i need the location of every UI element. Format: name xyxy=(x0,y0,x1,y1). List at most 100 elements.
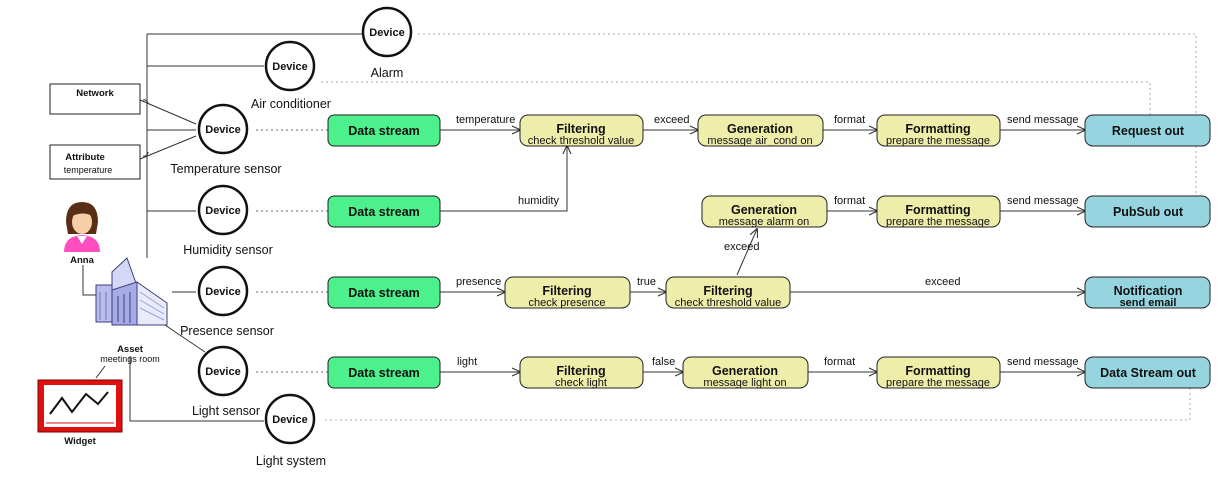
edge-labels: temperature humidity exceed format send … xyxy=(456,114,1079,368)
device-label-presence-sensor: Presence sensor xyxy=(180,324,274,338)
attribute-title: Attribute xyxy=(65,152,105,163)
device-label-humidity-sensor: Humidity sensor xyxy=(183,243,273,257)
data-stream-light[interactable]: Data stream xyxy=(327,356,441,389)
edge-label-format: format xyxy=(834,114,865,126)
request-out-node[interactable]: Request out xyxy=(1084,114,1211,147)
building-icon xyxy=(95,257,168,326)
edge-label-presence: presence xyxy=(456,276,501,288)
data-stream-temperature[interactable]: Data stream xyxy=(327,114,441,147)
data-stream-label: Data stream xyxy=(348,124,420,138)
attribute-sub: temperature xyxy=(64,165,113,175)
edge-label-false: false xyxy=(652,356,675,368)
node-sub: message air_cond on xyxy=(707,135,812,147)
node-sub: check presence xyxy=(528,297,605,309)
node-title: Filtering xyxy=(556,364,605,378)
device-label-temperature-sensor: Temperature sensor xyxy=(170,162,281,176)
generation-alarm-node[interactable]: Generation message alarm on xyxy=(701,195,828,228)
node-sub: check light xyxy=(555,377,607,389)
node-title: Formatting xyxy=(905,122,970,136)
asset-connectors xyxy=(82,33,362,422)
network-title: Network xyxy=(76,88,114,99)
device-humidity-sensor[interactable]: Device Humidity sensor xyxy=(183,184,273,257)
edge-label-send-message: send message xyxy=(1007,114,1079,126)
data-stream-out-node[interactable]: Data Stream out xyxy=(1084,356,1211,389)
output-title: Notification xyxy=(1114,284,1183,298)
node-title: Generation xyxy=(727,122,793,136)
node-sub: message alarm on xyxy=(719,216,810,228)
device-title: Device xyxy=(205,205,240,217)
device-alarm[interactable]: Device Alarm xyxy=(361,6,413,80)
device-title: Device xyxy=(205,366,240,378)
node-title: Generation xyxy=(731,203,797,217)
device-light-sensor[interactable]: Device Light sensor xyxy=(192,345,260,418)
formatting-node-2[interactable]: Formatting prepare the message xyxy=(876,195,1001,228)
device-presence-sensor[interactable]: Device Presence sensor xyxy=(180,265,274,338)
device-air-conditioner[interactable]: Device Air conditioner xyxy=(251,40,331,111)
node-sub: check threshold value xyxy=(675,297,781,309)
network-box[interactable]: Network xyxy=(49,83,141,115)
node-sub: message light on xyxy=(703,377,786,389)
data-stream-humidity[interactable]: Data stream xyxy=(327,195,441,228)
node-sub: prepare the message xyxy=(886,377,990,389)
user-name: Anna xyxy=(70,255,94,266)
data-stream-label: Data stream xyxy=(348,286,420,300)
widget-node[interactable]: Widget xyxy=(37,379,123,447)
device-title: Device xyxy=(272,414,307,426)
asset-title: Asset xyxy=(117,344,144,355)
device-label-light-sensor: Light sensor xyxy=(192,404,260,418)
formatting-node-1[interactable]: Formatting prepare the message xyxy=(876,114,1001,147)
device-label-alarm: Alarm xyxy=(371,66,404,80)
filter-light-node[interactable]: Filtering check light xyxy=(519,356,644,389)
user-avatar[interactable]: Anna xyxy=(64,202,100,266)
edge-label-send-message: send message xyxy=(1007,356,1079,368)
widget-label: Widget xyxy=(64,436,96,447)
edge-label-format: format xyxy=(834,195,865,207)
edge-label-exceed: exceed xyxy=(654,114,689,126)
node-title: Filtering xyxy=(542,284,591,298)
asset-node[interactable]: Asset meetings room xyxy=(95,257,168,364)
node-title: Generation xyxy=(712,364,778,378)
edge-label-format: format xyxy=(824,356,855,368)
output-sub: send email xyxy=(1120,297,1177,309)
generation-aircond-node[interactable]: Generation message air_cond on xyxy=(697,114,824,147)
device-title: Device xyxy=(272,61,307,73)
output-title: PubSub out xyxy=(1113,205,1184,219)
attribute-box[interactable]: Attribute temperature xyxy=(49,144,141,180)
edge-label-send-message: send message xyxy=(1007,195,1079,207)
data-stream-presence[interactable]: Data stream xyxy=(327,276,441,309)
formatting-node-3[interactable]: Formatting prepare the message xyxy=(876,356,1001,389)
filter-temperature-node[interactable]: Filtering check threshold value xyxy=(519,114,644,147)
node-sub: prepare the message xyxy=(886,135,990,147)
output-title: Data Stream out xyxy=(1100,366,1197,380)
dotted-links xyxy=(256,33,1197,421)
user-icon xyxy=(64,202,100,252)
output-title: Request out xyxy=(1112,124,1185,138)
widget-chart-icon xyxy=(37,379,123,433)
node-title: Filtering xyxy=(703,284,752,298)
data-stream-label: Data stream xyxy=(348,366,420,380)
device-label-air-conditioner: Air conditioner xyxy=(251,97,331,111)
node-title: Filtering xyxy=(556,122,605,136)
edge-label-exceed: exceed xyxy=(724,241,759,253)
node-title: Formatting xyxy=(905,203,970,217)
device-light-system[interactable]: Device Light system xyxy=(256,393,326,468)
asset-sub: meetings room xyxy=(100,354,160,364)
device-label-light-system: Light system xyxy=(256,454,326,468)
pubsub-out-node[interactable]: PubSub out xyxy=(1084,195,1211,228)
device-temperature-sensor[interactable]: Device Temperature sensor xyxy=(170,103,282,176)
edge-label-light: light xyxy=(457,356,477,368)
device-title: Device xyxy=(369,27,404,39)
edge-label-exceed: exceed xyxy=(925,276,960,288)
node-sub: check threshold value xyxy=(528,135,634,147)
edge-label-true: true xyxy=(637,276,656,288)
edge-label-temperature: temperature xyxy=(456,114,515,126)
node-title: Formatting xyxy=(905,364,970,378)
data-stream-label: Data stream xyxy=(348,205,420,219)
filter-presence-node[interactable]: Filtering check presence xyxy=(504,276,631,309)
notification-node[interactable]: Notification send email xyxy=(1084,276,1211,309)
generation-light-node[interactable]: Generation message light on xyxy=(682,356,809,389)
node-sub: prepare the message xyxy=(886,216,990,228)
edge-label-humidity: humidity xyxy=(518,195,559,207)
filter-threshold-node[interactable]: Filtering check threshold value xyxy=(665,276,791,309)
